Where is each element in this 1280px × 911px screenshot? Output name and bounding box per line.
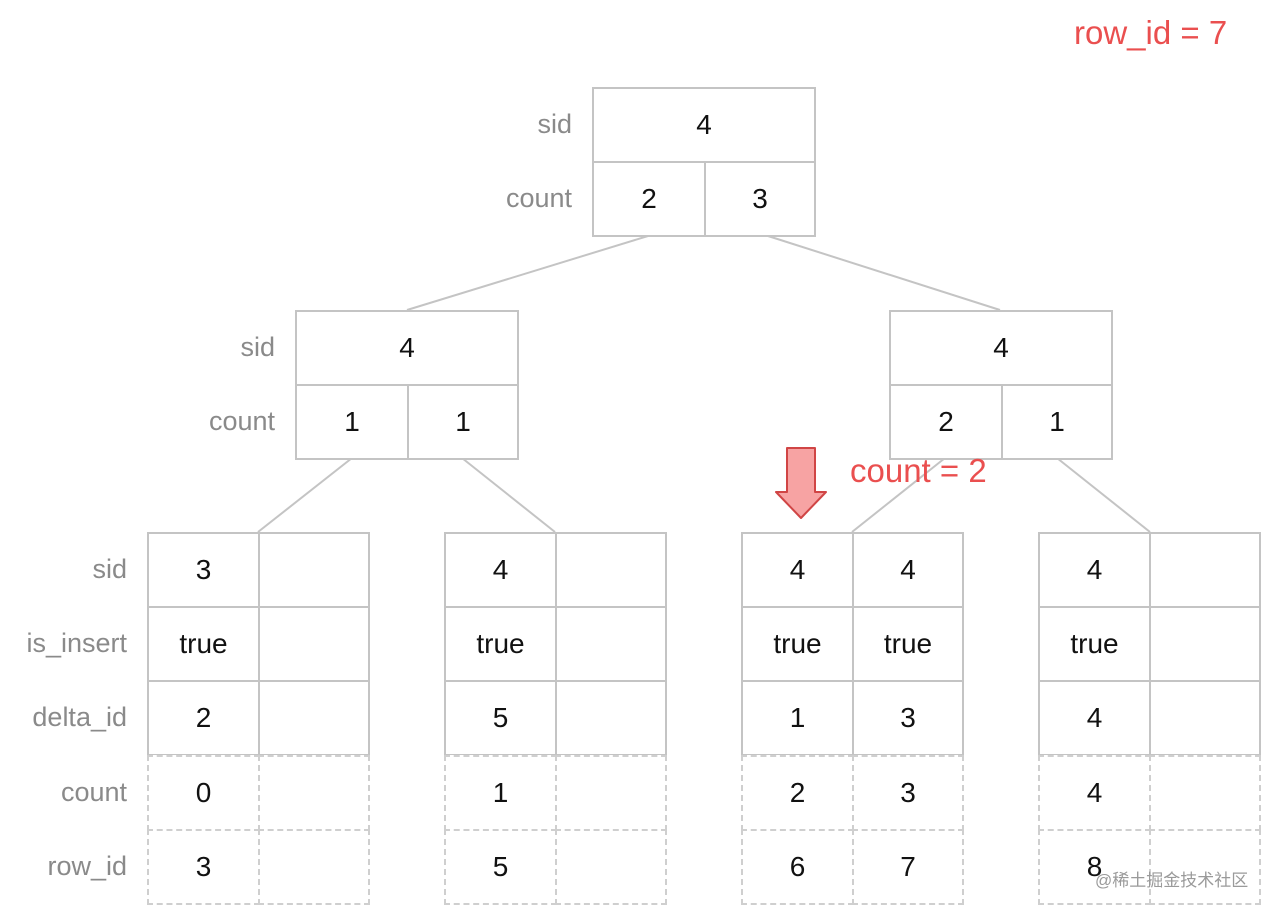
leaf-1-count-cell: 0 xyxy=(147,755,260,831)
leaf-4-delta-id-cell: 4 xyxy=(1038,680,1151,756)
leaf-3-is-insert-cell: true xyxy=(852,606,964,682)
internal-right-count-cell: 1 xyxy=(1001,384,1113,460)
leaf-1-sid-cell: 3 xyxy=(147,532,260,608)
internal-right-sid-cell: 4 xyxy=(889,310,1113,386)
edge-left-leaf2 xyxy=(461,457,556,533)
edge-right-leaf4 xyxy=(1056,457,1151,533)
leaf-1-delta-id-cell xyxy=(258,680,370,756)
leaf-4-count-cell: 4 xyxy=(1038,755,1151,831)
edge-root-right xyxy=(767,235,1001,311)
leaf-4-sid-cell xyxy=(1149,532,1261,608)
leaf-2-is-insert-cell xyxy=(555,606,667,682)
leaf-3-count-cell: 2 xyxy=(741,755,854,831)
watermark: @稀土掘金技术社区 xyxy=(1095,871,1249,890)
down-arrow-icon xyxy=(775,447,827,519)
leaf-2-sid-cell: 4 xyxy=(444,532,557,608)
leaf-is-insert-label: is_insert xyxy=(26,627,127,658)
leaf-3-sid-cell: 4 xyxy=(852,532,964,608)
edge-right-leaf3 xyxy=(851,457,946,533)
leaf-1-row-id-cell: 3 xyxy=(147,829,260,905)
leaf-2-is-insert-cell: true xyxy=(444,606,557,682)
internal-right-count-cell: 2 xyxy=(889,384,1003,460)
leaf-2-row-id-cell xyxy=(555,829,667,905)
internal-left-count-cell: 1 xyxy=(295,384,409,460)
edge-left-leaf1 xyxy=(257,457,353,533)
internal-left-count-cell: 1 xyxy=(407,384,519,460)
leaf-4-row-id-cell xyxy=(1149,829,1261,905)
internal-left-count-label: count xyxy=(208,405,275,436)
edge-root-left xyxy=(406,235,649,311)
internal-left-sid-cell: 4 xyxy=(295,310,519,386)
leaf-3-sid-cell: 4 xyxy=(741,532,854,608)
count-annotation: count = 2 xyxy=(850,452,987,489)
leaf-2-sid-cell xyxy=(555,532,667,608)
leaf-3-is-insert-cell: true xyxy=(741,606,854,682)
leaf-2-delta-id-cell xyxy=(555,680,667,756)
root-sid-cell: 4 xyxy=(592,87,816,163)
leaf-delta-id-label: delta_id xyxy=(32,701,127,732)
root-sid-label: sid xyxy=(537,108,572,139)
leaf-2-row-id-cell: 5 xyxy=(444,829,557,905)
root-count-label: count xyxy=(505,182,572,213)
root-count-cell: 2 xyxy=(592,161,706,237)
leaf-4-is-insert-cell xyxy=(1149,606,1261,682)
leaf-1-row-id-cell xyxy=(258,829,370,905)
leaf-3-delta-id-cell: 1 xyxy=(741,680,854,756)
leaf-3-delta-id-cell: 3 xyxy=(852,680,964,756)
root-count-cell: 3 xyxy=(704,161,816,237)
leaf-3-row-id-cell: 7 xyxy=(852,829,964,905)
leaf-3-row-id-cell: 6 xyxy=(741,829,854,905)
leaf-3-count-cell: 3 xyxy=(852,755,964,831)
leaf-sid-label: sid xyxy=(92,553,127,584)
leaf-4-is-insert-cell: true xyxy=(1038,606,1151,682)
internal-left-sid-label: sid xyxy=(240,331,275,362)
leaf-count-label: count xyxy=(60,776,127,807)
leaf-1-sid-cell xyxy=(258,532,370,608)
leaf-4-sid-cell: 4 xyxy=(1038,532,1151,608)
row-id-annotation: row_id = 7 xyxy=(1074,14,1228,51)
leaf-row-id-label: row_id xyxy=(47,850,127,881)
leaf-2-delta-id-cell: 5 xyxy=(444,680,557,756)
leaf-1-is-insert-cell xyxy=(258,606,370,682)
leaf-1-count-cell xyxy=(258,755,370,831)
leaf-4-count-cell xyxy=(1149,755,1261,831)
leaf-1-is-insert-cell: true xyxy=(147,606,260,682)
leaf-2-count-cell: 1 xyxy=(444,755,557,831)
leaf-1-delta-id-cell: 2 xyxy=(147,680,260,756)
leaf-2-count-cell xyxy=(555,755,667,831)
leaf-4-delta-id-cell xyxy=(1149,680,1261,756)
